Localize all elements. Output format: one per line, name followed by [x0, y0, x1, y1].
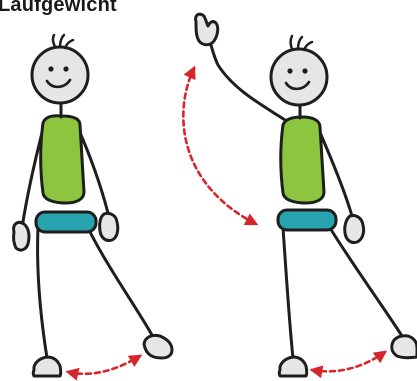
left-hips — [36, 212, 96, 232]
left-torso — [41, 116, 84, 203]
right-head — [271, 49, 327, 105]
right-eye-right — [302, 68, 307, 73]
left-foot-left — [33, 357, 61, 376]
left-eye-right — [63, 66, 68, 71]
right-feet-arrow — [312, 352, 385, 371]
right-torso — [281, 117, 324, 203]
left-leg-right — [88, 228, 152, 335]
left-hand-left — [14, 222, 29, 250]
arm-swing-arrow — [183, 68, 256, 224]
right-hand-lowered — [345, 215, 364, 242]
right-eye-left — [287, 68, 292, 73]
right-leg-right — [330, 228, 402, 336]
right-hips — [278, 210, 336, 230]
left-foot-right — [144, 335, 172, 358]
left-hand-right — [100, 213, 118, 240]
left-eye-left — [48, 66, 53, 71]
left-leg-left — [38, 228, 47, 358]
right-leg-left — [283, 228, 293, 358]
right-foot-left — [279, 357, 307, 376]
right-hand-raised — [196, 14, 218, 45]
left-head — [32, 47, 88, 103]
left-figure — [14, 35, 172, 376]
right-foot-right — [392, 336, 417, 358]
right-figure — [196, 14, 417, 376]
left-feet-arrow — [68, 356, 140, 374]
